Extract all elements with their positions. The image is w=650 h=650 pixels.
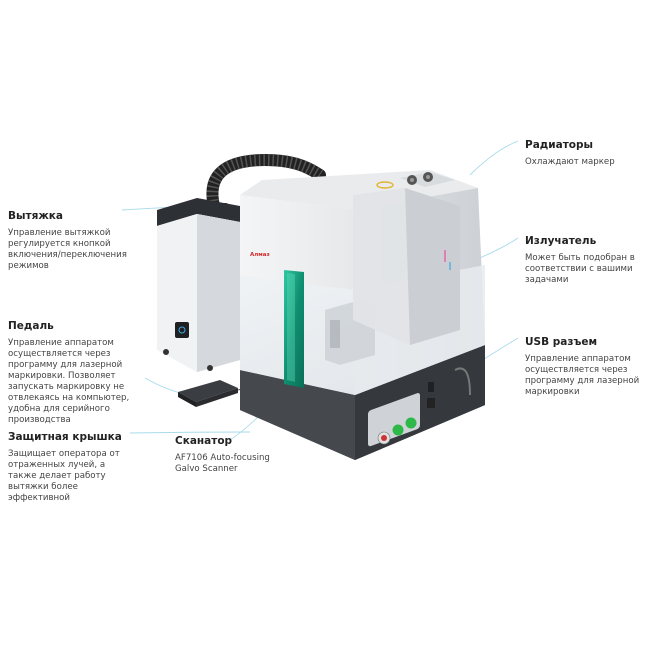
callout-radiators: Радиаторы Охлаждают маркер	[525, 139, 645, 168]
leader-lines	[121, 140, 519, 441]
callout-radiators-desc: Охлаждают маркер	[525, 157, 615, 167]
callout-pedal: Педаль Управление аппаратом осуществляет…	[8, 320, 133, 426]
callout-pedal-title: Педаль	[8, 320, 54, 332]
callout-scanner-desc: AF7106 Auto-focusing Galvo Scanner	[175, 453, 270, 474]
callout-cover-title: Защитная крышка	[8, 431, 122, 443]
callout-extractor-desc: Управление вытяжкой регулируется кнопкой…	[8, 228, 127, 271]
fume-extractor	[157, 198, 240, 372]
machine-housing	[240, 170, 485, 396]
callout-extractor-title: Вытяжка	[8, 210, 63, 222]
callout-emitter-title: Излучатель	[525, 235, 597, 247]
callout-scanner: Сканатор AF7106 Auto-focusing Galvo Scan…	[175, 435, 285, 475]
callout-usb: USB разъем Управление аппаратом осуществ…	[525, 336, 645, 398]
callout-cover-desc: Защищает оператора от отраженных лучей, …	[8, 449, 120, 503]
callout-cover: Защитная крышка Защищает оператора от от…	[8, 431, 136, 504]
machine-base	[240, 345, 485, 460]
callout-emitter-desc: Может быть подобран в соответствии с ваш…	[525, 253, 635, 285]
callout-extractor: Вытяжка Управление вытяжкой регулируется…	[8, 210, 133, 272]
callout-radiators-title: Радиаторы	[525, 139, 594, 151]
callout-usb-desc: Управление аппаратом осуществляется чере…	[525, 354, 640, 397]
callout-usb-title: USB разъем	[525, 336, 598, 348]
callout-pedal-desc: Управление аппаратом осуществляется чере…	[8, 338, 130, 425]
callout-scanner-title: Сканатор	[175, 435, 233, 447]
foot-pedal	[178, 371, 259, 407]
brand-logo: Алмаз	[250, 252, 270, 258]
callout-emitter: Излучатель Может быть подобран в соответ…	[525, 235, 643, 286]
